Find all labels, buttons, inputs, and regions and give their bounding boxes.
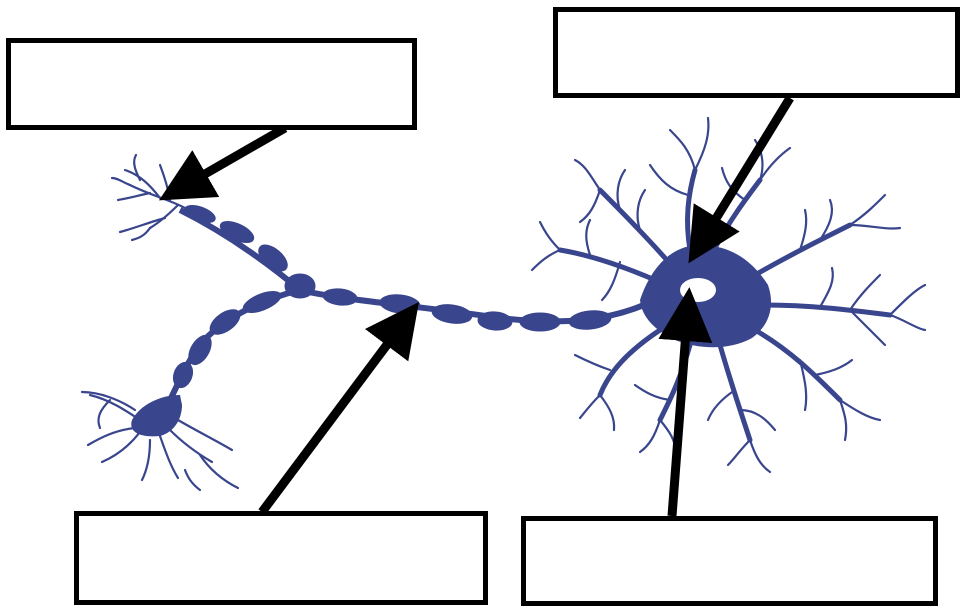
axon (165, 202, 655, 410)
myelin-segment (431, 302, 473, 325)
arrow-bottom-left (262, 338, 392, 512)
arrow-bottom-right (672, 332, 686, 516)
nucleus (680, 278, 716, 302)
label-box-top-right[interactable] (553, 7, 960, 98)
arrow-top-right (712, 98, 790, 225)
axon-terminal-lower (82, 392, 238, 490)
myelin-segment (477, 311, 512, 331)
myelin-segment (322, 287, 357, 306)
arrow-top-left (198, 128, 285, 178)
myelin-segment (568, 309, 612, 331)
axon-terminal-upper (112, 155, 185, 240)
myelin-segment (379, 293, 421, 315)
myelin-segment (285, 274, 315, 298)
label-box-bottom-right[interactable] (521, 516, 938, 606)
label-box-bottom-left[interactable] (74, 511, 488, 605)
myelin-segment (520, 313, 560, 331)
label-box-top-left[interactable] (6, 38, 417, 130)
myelin-segment (240, 287, 283, 317)
